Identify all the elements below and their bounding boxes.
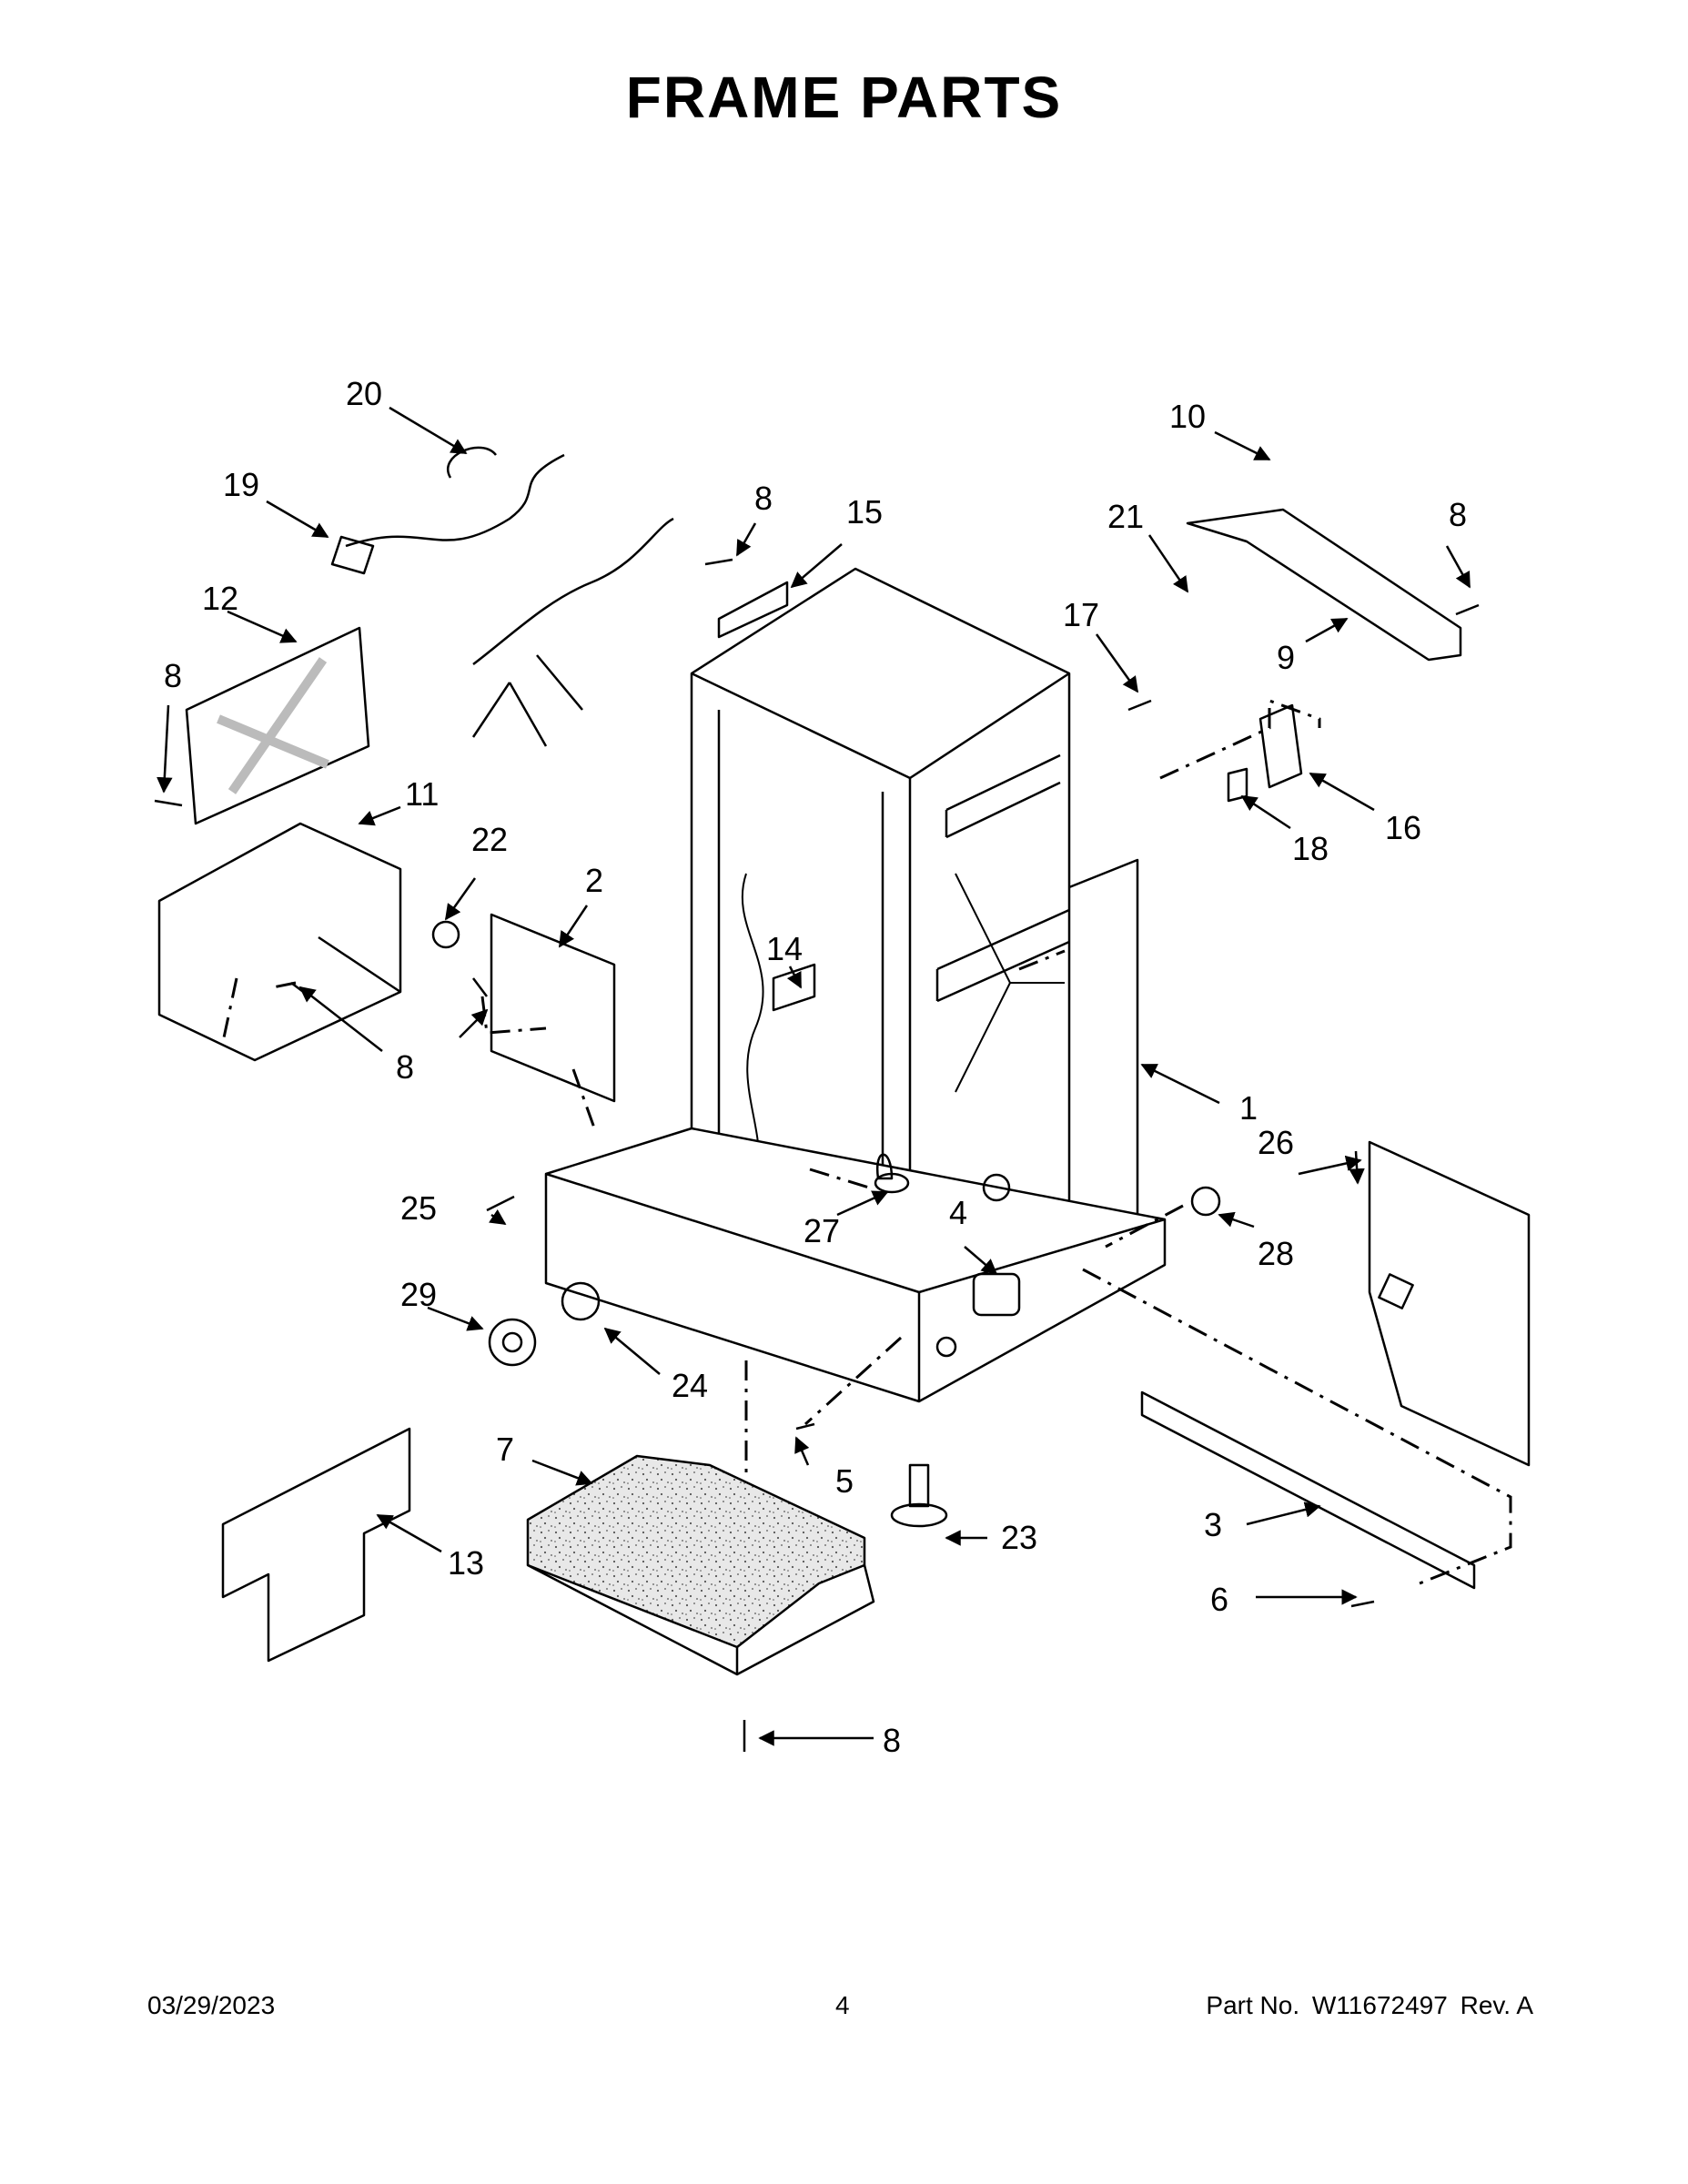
callout-1: 1 (1239, 1089, 1258, 1127)
callout-24: 24 (672, 1367, 708, 1404)
part-wire-harness (471, 517, 674, 747)
part-back-panel (1368, 1140, 1531, 1467)
callout-28: 28 (1258, 1235, 1294, 1272)
callout-7: 7 (496, 1431, 514, 1468)
footer-revision: Rev. A (1460, 1991, 1533, 2019)
callout-11: 11 (405, 775, 439, 813)
callout-27: 27 (804, 1212, 840, 1249)
callout-12: 12 (202, 580, 238, 617)
part-wheel (488, 1318, 537, 1367)
part-caster (561, 1281, 601, 1321)
callout-22: 22 (471, 821, 508, 858)
main-frame (544, 567, 1167, 1403)
callout-4: 4 (949, 1194, 967, 1231)
callout-8: 8 (164, 657, 182, 694)
callout-23: 23 (1001, 1519, 1037, 1556)
part-switch (1227, 703, 1303, 803)
part-bracket (1186, 508, 1462, 662)
callout-29: 29 (400, 1276, 437, 1313)
part-top-bracket (717, 581, 789, 639)
footer-date: 03/29/2023 (147, 1991, 276, 2019)
callout-25: 25 (400, 1189, 437, 1227)
callout-15: 15 (846, 493, 883, 531)
part-base-pan (526, 1454, 866, 1649)
callout-16: 16 (1385, 809, 1421, 846)
callout-21: 21 (1107, 498, 1144, 535)
callout-8: 8 (1449, 496, 1467, 533)
part-power-cord (345, 453, 565, 548)
callout-17: 17 (1063, 596, 1099, 633)
part-cover (157, 822, 402, 1062)
footer-part-info: Part No. W11672497 Rev. A (1200, 1991, 1533, 2020)
callout-26: 26 (1258, 1124, 1294, 1161)
part-shield (490, 913, 616, 1103)
page-title: FRAME PARTS (625, 65, 1063, 130)
footer-page-number: 4 (835, 1991, 850, 2019)
callout-9: 9 (1277, 639, 1295, 676)
part-grommet (875, 1153, 894, 1180)
part-washer (431, 920, 460, 949)
callout-5: 5 (835, 1462, 854, 1500)
callout-19: 19 (223, 466, 259, 503)
callout-8: 8 (754, 480, 773, 517)
part-leg (908, 1463, 930, 1508)
callout-10: 10 (1169, 398, 1206, 435)
footer-part-number: W11672497 (1311, 1991, 1448, 2019)
callout-2: 2 (585, 862, 603, 899)
callout-20: 20 (346, 375, 382, 412)
callout-3: 3 (1204, 1506, 1222, 1543)
footer-part-label: Part No. (1206, 1991, 1300, 2019)
part-lower-shield (221, 1427, 411, 1663)
callout-18: 18 (1292, 830, 1329, 867)
part-rail (1140, 1390, 1476, 1590)
part-nut-28 (1190, 1186, 1221, 1217)
part-door-switch (772, 963, 816, 1012)
callout-13: 13 (448, 1544, 484, 1582)
callout-8: 8 (883, 1722, 901, 1759)
part-panel (185, 626, 370, 825)
callout-14: 14 (766, 930, 803, 967)
callout-8: 8 (396, 1048, 414, 1086)
callout-6: 6 (1210, 1581, 1228, 1618)
part-clamp (447, 446, 497, 479)
